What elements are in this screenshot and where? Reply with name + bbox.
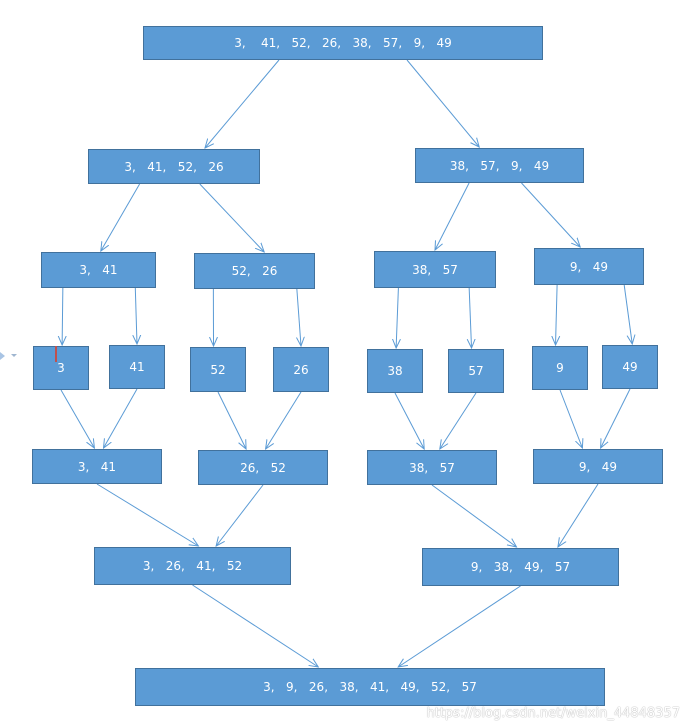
node-lr: 52, 26 (194, 253, 315, 289)
edge-m_38_57-to-m_right (431, 484, 517, 547)
edge-ll-to-leaf_3 (62, 287, 63, 345)
node-root: 3, 41, 52, 26, 38, 57, 9, 49 (143, 26, 543, 60)
node-merge-3-41-label: 3, 41 (77, 459, 117, 474)
edge-leaf_41-to-m_3_41 (104, 388, 138, 448)
node-merge-9-49-label: 9, 49 (578, 459, 618, 474)
node-leaf-38-label: 38 (387, 364, 403, 378)
node-leaf-57: 57 (448, 349, 504, 393)
dropdown-caret-icon (11, 354, 17, 357)
node-merge-right-label: 9, 38, 49, 57 (470, 560, 571, 574)
node-merge-38-57: 38, 57 (367, 450, 497, 485)
edge-leaf_38-to-m_38_57 (394, 392, 424, 449)
node-leaf-38: 38 (367, 349, 423, 393)
node-leaf-52-label: 52 (210, 362, 226, 377)
node-leaf-3: 3 (33, 346, 89, 390)
edge-root-to-left_half (205, 59, 280, 148)
edge-rr-to-leaf_9 (556, 284, 558, 345)
node-leaf-9: 9 (532, 346, 588, 390)
node-rr-label: 9, 49 (569, 259, 609, 274)
edge-leaf_49-to-m_9_49 (601, 388, 631, 448)
edge-rr-to-leaf_49 (623, 284, 632, 344)
node-leaf-41: 41 (109, 345, 165, 389)
node-right-half: 38, 57, 9, 49 (415, 148, 584, 183)
edge-root-to-right_half (406, 59, 479, 147)
edge-m_26_52-to-m_left (216, 484, 264, 546)
node-rl-label: 38, 57 (412, 262, 458, 277)
node-merge-left-label: 3, 26, 41, 52 (142, 559, 243, 573)
edge-lr-to-leaf_26 (297, 288, 301, 346)
node-left-half: 3, 41, 52, 26 (88, 149, 260, 184)
watermark: https://blog.csdn.net/weixin_44848357 (426, 706, 680, 721)
node-merge-26-52: 26, 52 (198, 450, 328, 485)
edge-m_left-to-final (192, 584, 319, 667)
node-merge-right: 9, 38, 49, 57 (422, 548, 619, 586)
edge-m_9_49-to-m_right (558, 483, 599, 547)
edge-right_half-to-rr (521, 182, 580, 247)
node-ll: 3, 41 (41, 252, 156, 288)
node-leaf-57-label: 57 (468, 364, 484, 378)
edge-leaf_9-to-m_9_49 (559, 389, 582, 448)
side-handle-icon (0, 352, 5, 360)
edge-m_3_41-to-m_left (96, 483, 198, 546)
node-left-half-label: 3, 41, 52, 26 (124, 159, 224, 174)
edge-leaf_57-to-m_38_57 (440, 392, 477, 449)
text-cursor (55, 346, 57, 362)
edge-right_half-to-rl (435, 182, 470, 250)
edge-leaf_3-to-m_3_41 (60, 389, 94, 448)
node-leaf-9-label: 9 (556, 361, 564, 375)
edge-ll-to-leaf_41 (135, 287, 137, 344)
node-leaf-49: 49 (602, 345, 658, 389)
node-leaf-26-label: 26 (293, 362, 309, 377)
node-merge-9-49: 9, 49 (533, 449, 663, 484)
node-final-label: 3, 9, 26, 38, 41, 49, 52, 57 (263, 680, 477, 694)
edge-leaf_26-to-m_26_52 (266, 391, 302, 449)
node-ll-label: 3, 41 (79, 263, 118, 277)
node-rl: 38, 57 (374, 251, 496, 288)
node-final: 3, 9, 26, 38, 41, 49, 52, 57 (135, 668, 605, 706)
node-merge-left: 3, 26, 41, 52 (94, 547, 291, 585)
node-root-label: 3, 41, 52, 26, 38, 57, 9, 49 (234, 36, 452, 50)
node-right-half-label: 38, 57, 9, 49 (449, 158, 550, 173)
edge-left_half-to-ll (101, 183, 141, 251)
node-leaf-52: 52 (190, 347, 246, 392)
node-leaf-3-label: 3 (57, 361, 65, 375)
edge-rl-to-leaf_57 (469, 287, 471, 348)
node-lr-label: 52, 26 (231, 264, 278, 278)
edge-leaf_52-to-m_26_52 (217, 391, 246, 449)
node-merge-38-57-label: 38, 57 (409, 460, 455, 475)
node-leaf-49-label: 49 (622, 360, 638, 374)
node-leaf-26: 26 (273, 347, 329, 392)
edge-rl-to-leaf_38 (396, 287, 398, 348)
edge-m_right-to-final (398, 585, 521, 667)
node-leaf-41-label: 41 (129, 360, 145, 374)
node-merge-26-52-label: 26, 52 (240, 460, 286, 475)
edge-left_half-to-lr (199, 183, 264, 252)
node-merge-3-41: 3, 41 (32, 449, 162, 484)
node-rr: 9, 49 (534, 248, 644, 285)
